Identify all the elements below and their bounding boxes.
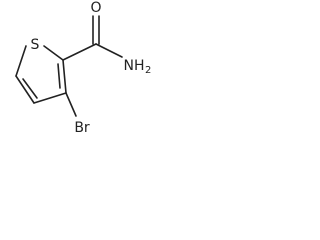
atom-n-subscript: 2 [145, 65, 151, 76]
bond-c4-c3 [33, 92, 67, 104]
bond-c3-c2 [62, 59, 67, 94]
atom-o-label: O [90, 0, 101, 16]
bond-c3-br [65, 92, 77, 117]
atom-n-label: NH [124, 58, 145, 74]
atom-s-label: S [31, 37, 40, 53]
bond-c5-c4-inner [22, 78, 38, 99]
bond-c5-c4 [15, 75, 35, 104]
bond-c-n [95, 43, 123, 58]
bond-c2-carbonyl [62, 43, 97, 61]
molecule-diagram: S O NH 2 Br [15, 0, 151, 136]
bond-c3-c2-inner [57, 63, 61, 89]
atom-br-label: Br [74, 120, 90, 136]
bond-s-c5 [15, 45, 27, 77]
structure-canvas: S O NH 2 Br [0, 0, 160, 144]
bond-s-c2 [43, 45, 64, 61]
